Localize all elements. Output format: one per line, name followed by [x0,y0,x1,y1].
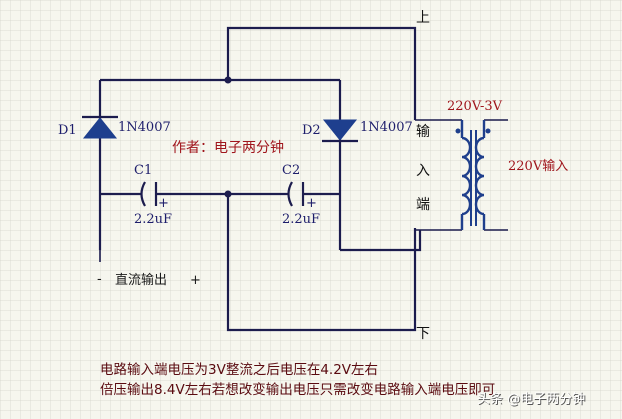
transformer-rating-label: 220V-3V [447,99,503,114]
d1-part-label: 1N4007 [118,120,171,135]
input-label-char-1: 输 [416,124,430,140]
wires [98,26,508,332]
watermark: 头条 @电子两分钟 [477,391,585,407]
d2-part-label: 1N4007 [360,120,413,135]
junction-center [224,190,232,198]
note-line-1: 电路输入端电压为3V整流之后电压在4.2V左右 [100,362,378,378]
wire-center-drop [226,194,417,332]
d1-ref-label: D1 [58,123,77,138]
input-label-char-3: 端 [416,197,430,213]
dc-minus-label: - [97,272,102,287]
c2-value-label: 2.2uF [282,212,320,227]
dc-plus-label: + [190,273,201,288]
input-label-char-2: 入 [416,163,430,179]
note-line-2: 倍压输出8.4V左右若想改变输出电压只需改变电路输入端电压即可 [100,382,495,398]
transformer-dot-primary [485,128,491,134]
d2-ref-label: D2 [302,123,321,138]
c1-ref-label: C1 [134,163,152,178]
junctions [224,76,232,198]
wire-right-to-transformer [340,230,422,252]
transformer-dot-secondary [455,128,461,134]
diode-d2-body [322,119,358,141]
author-label: 作者：电子两分钟 [172,139,284,156]
transformer [455,120,491,230]
top-terminal-label: 上 [416,10,430,26]
c1-value-label: 2.2uF [134,212,172,227]
transformer-secondary-coil [460,120,472,230]
wire-top-rail [226,26,417,120]
capacitor-c1 [140,181,158,207]
transformer-input-label: 220V输入 [508,158,568,174]
capacitor-c2-curved-plate [287,181,293,207]
diode-d1-body [82,117,118,139]
c1-plus-label: + [158,196,169,211]
capacitor-c1-curved-plate [140,181,146,207]
junction-top [224,76,232,84]
capacitor-c2 [287,181,305,207]
c2-ref-label: C2 [282,163,300,178]
bottom-terminal-label: 下 [416,326,430,342]
diode-d1 [82,115,118,139]
diode-d2 [322,119,358,143]
dc-output-label: 直流输出 [115,272,167,288]
watermark-shadow: 头条 @电子两分钟 [478,392,586,408]
c2-plus-label: + [306,196,317,211]
transformer-primary-coil [474,120,486,230]
